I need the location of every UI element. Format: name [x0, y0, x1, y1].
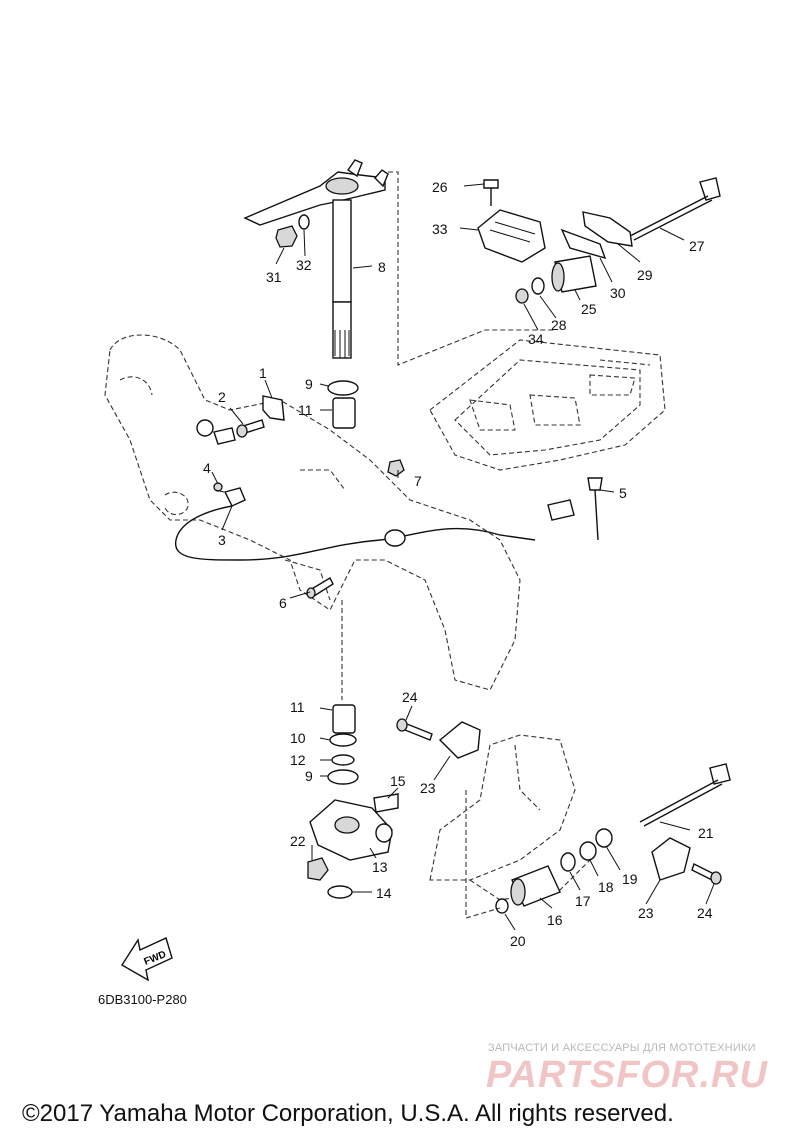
callout-11-upper: 11	[298, 402, 313, 418]
nut-7	[387, 459, 405, 477]
callout-19: 19	[622, 871, 638, 887]
callout-9-lower: 9	[305, 768, 313, 784]
washer-19	[595, 828, 613, 848]
bushing-11-lower	[332, 704, 356, 734]
callout-31: 31	[266, 269, 282, 285]
upper-mount-plate	[429, 339, 666, 471]
cable-tie-5	[587, 477, 603, 541]
callout-24-lower: 24	[697, 905, 713, 921]
callout-24-upper: 24	[402, 689, 418, 705]
washer-9-lower	[327, 769, 359, 785]
rubber-mount-16	[510, 865, 561, 907]
watermark-logo: PARTSFOR.RU	[486, 1054, 768, 1096]
washer-20	[495, 898, 509, 914]
bolt-24-upper	[396, 718, 433, 741]
callout-1: 1	[259, 365, 267, 381]
callout-21: 21	[698, 825, 714, 841]
callout-labels: 1 2 3 4 5 6 7 8 9 9 10 11 11 12 13 14 15…	[203, 179, 714, 949]
callout-27: 27	[689, 238, 705, 254]
bolt-2	[236, 419, 265, 438]
mount-holder-23-upper	[438, 721, 481, 759]
nut-22	[307, 857, 329, 881]
o-ring-12	[331, 754, 355, 766]
callout-12: 12	[290, 752, 306, 768]
mount-holder-23-lower	[651, 837, 691, 881]
washer-32	[298, 214, 310, 230]
callout-28: 28	[551, 317, 567, 333]
callout-17: 17	[575, 893, 591, 909]
copyright-notice: ©2017 Yamaha Motor Corporation, U.S.A. A…	[22, 1100, 674, 1127]
callout-10: 10	[290, 730, 306, 746]
steering-arm	[243, 159, 389, 359]
washer-9-upper	[327, 380, 359, 396]
collar-34	[515, 288, 529, 304]
callout-22: 22	[290, 833, 306, 849]
washer-28	[531, 277, 545, 295]
collar	[213, 427, 236, 445]
nut-31	[275, 225, 298, 248]
connector	[547, 499, 575, 521]
callout-30: 30	[610, 285, 626, 301]
bolt-26	[483, 179, 499, 206]
leader-lines	[211, 183, 715, 931]
callout-3: 3	[218, 532, 226, 548]
lower-mount-housing	[429, 734, 591, 901]
callout-13: 13	[372, 859, 388, 875]
callout-18: 18	[598, 879, 614, 895]
plate-29	[582, 211, 633, 247]
diagram-reference-code: 6DB3100-P280	[98, 992, 187, 1007]
leader-shaft-to-plate	[388, 171, 555, 366]
callout-7: 7	[414, 473, 422, 489]
callout-34: 34	[528, 331, 544, 347]
swivel-bracket-outline	[104, 334, 521, 691]
mount-cover-33	[477, 209, 546, 263]
callout-14: 14	[376, 885, 392, 901]
fwd-arrow-icon: FWD	[121, 937, 173, 982]
callout-2: 2	[218, 389, 226, 405]
callout-20: 20	[510, 933, 526, 949]
callout-15: 15	[390, 773, 406, 789]
plate-30	[560, 228, 607, 260]
bolt-24-lower	[691, 863, 722, 885]
callout-29: 29	[637, 267, 653, 283]
plate-15	[373, 793, 399, 813]
callout-25: 25	[581, 301, 597, 317]
seal-10	[329, 733, 357, 747]
bolt-21	[639, 763, 731, 827]
callout-32: 32	[296, 257, 312, 273]
lower-mount-13	[309, 799, 393, 861]
callout-8: 8	[378, 259, 386, 275]
callout-11-lower: 11	[290, 699, 305, 715]
rubber-mount-25	[551, 255, 597, 293]
leader-lower-mount	[465, 790, 501, 919]
wire-grommet	[384, 529, 406, 547]
callout-16: 16	[547, 912, 563, 928]
bushing-11-upper	[332, 397, 356, 429]
callout-23-lower: 23	[638, 905, 654, 921]
callout-26: 26	[432, 179, 448, 195]
bolt-27	[629, 177, 721, 241]
bracket-1	[262, 395, 285, 421]
grommet	[196, 419, 214, 437]
callout-6: 6	[279, 595, 287, 611]
clip-14	[327, 885, 353, 899]
sensor-3	[175, 487, 536, 561]
callout-33: 33	[432, 221, 448, 237]
callout-23-upper: 23	[420, 780, 436, 796]
washer-18	[579, 841, 597, 861]
callout-5: 5	[619, 485, 627, 501]
watermark-tagline: ЗАПЧАСТИ И АКСЕССУАРЫ ДЛЯ МОТОТЕХНИКИ	[488, 1042, 756, 1054]
callout-4: 4	[203, 460, 211, 476]
washer-17	[560, 852, 576, 872]
callout-9-upper: 9	[305, 376, 313, 392]
bolt-6	[306, 577, 334, 599]
